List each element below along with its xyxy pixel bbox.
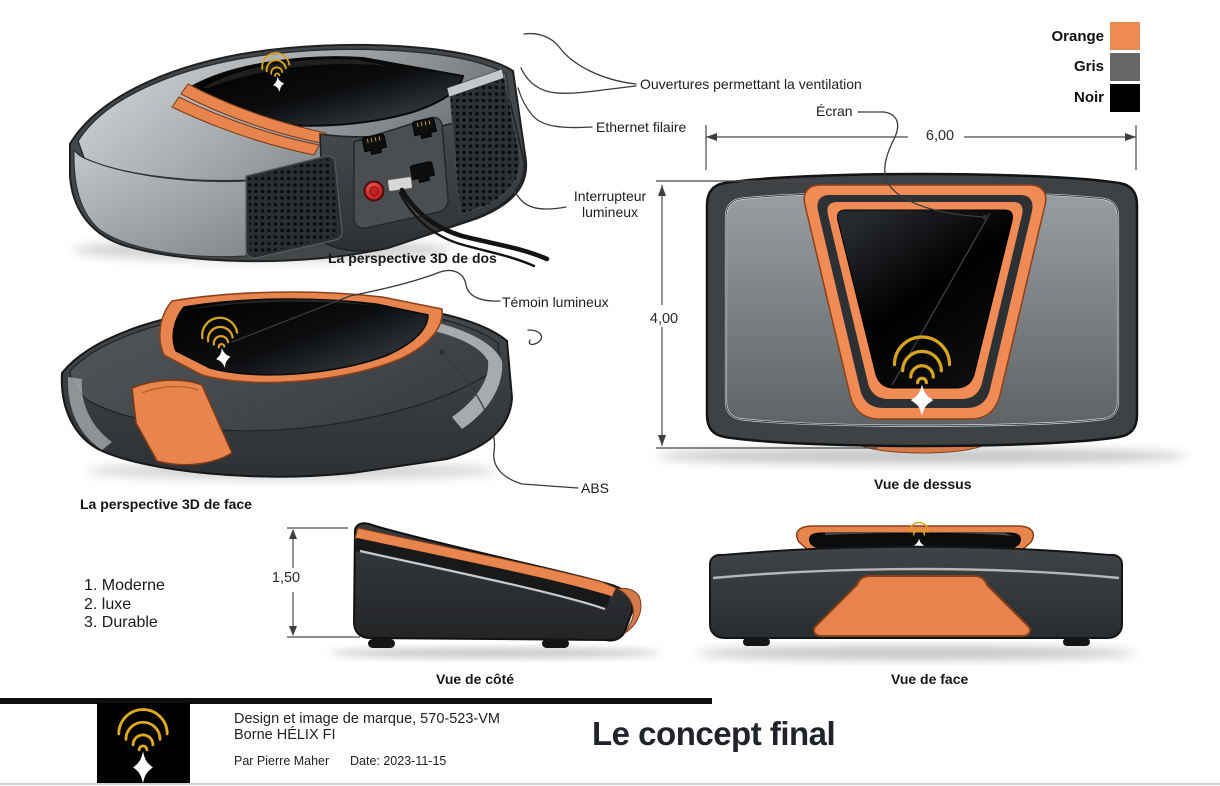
page-title: Le concept final	[592, 715, 836, 752]
caption-front-view: Vue de face	[891, 671, 969, 687]
wifi-logo-icon	[261, 52, 291, 92]
dimension-width-label: 6,00	[916, 128, 964, 144]
dimension-height-label: 1,50	[264, 570, 308, 586]
legend-label-gris: Gris	[1073, 58, 1104, 75]
top-view-illustration	[656, 125, 1187, 464]
annotation-temoin: Témoin lumineux	[502, 294, 609, 310]
caption-side-view: Vue de côté	[436, 671, 515, 687]
features-list: 1. Moderne 2. luxe 3. Durable	[84, 577, 165, 633]
front-view-illustration	[696, 521, 1136, 660]
footer-date: Date: 2023-11-15	[350, 754, 447, 768]
annotation-abs: ABS	[581, 480, 610, 496]
legend-swatch-orange	[1110, 22, 1140, 50]
annotation-ecran: Écran	[816, 103, 853, 119]
annotation-ethernet: Ethernet filaire	[596, 119, 687, 135]
legend-swatch-gris	[1110, 53, 1140, 81]
legend-label-noir: Noir	[1074, 89, 1104, 106]
back-3d-view-illustration	[69, 43, 528, 263]
footer-author: Par Pierre Maher	[234, 754, 330, 768]
rear-ports-panel	[353, 116, 449, 229]
annotation-interrupteur: Interrupteur lumineux	[573, 188, 647, 220]
feature-item: 2. luxe	[84, 595, 132, 613]
caption-back-3d: La perspective 3D de dos	[328, 250, 497, 266]
footer-divider	[0, 698, 712, 704]
caption-top-view: Vue de dessus	[874, 476, 972, 492]
feature-item: 3. Durable	[84, 614, 158, 631]
footer-product: Borne HÉLIX FI	[234, 727, 336, 743]
brand-logo	[97, 703, 190, 784]
wifi-logo-icon	[117, 708, 169, 784]
side-view-illustration	[287, 522, 660, 658]
footer-project: Design et image de marque, 570-523-VM	[234, 711, 500, 727]
ethernet-port-icon	[362, 133, 388, 155]
front-3d-view-illustration	[60, 291, 514, 480]
dimension-depth-label: 4,00	[642, 311, 686, 327]
legend-label-orange: Orange	[1051, 28, 1104, 45]
legend-swatch-noir	[1110, 84, 1140, 112]
ethernet-port-icon	[410, 161, 436, 183]
ethernet-port-icon	[412, 117, 438, 139]
wifi-logo-icon	[892, 335, 952, 416]
caption-front-3d: La perspective 3D de face	[80, 496, 252, 512]
annotation-ventilation: Ouvertures permettant la ventilation	[640, 76, 862, 92]
dimension-lines	[656, 125, 1137, 449]
bottom-rule	[0, 783, 1220, 785]
feature-item: 1. Moderne	[84, 577, 165, 594]
